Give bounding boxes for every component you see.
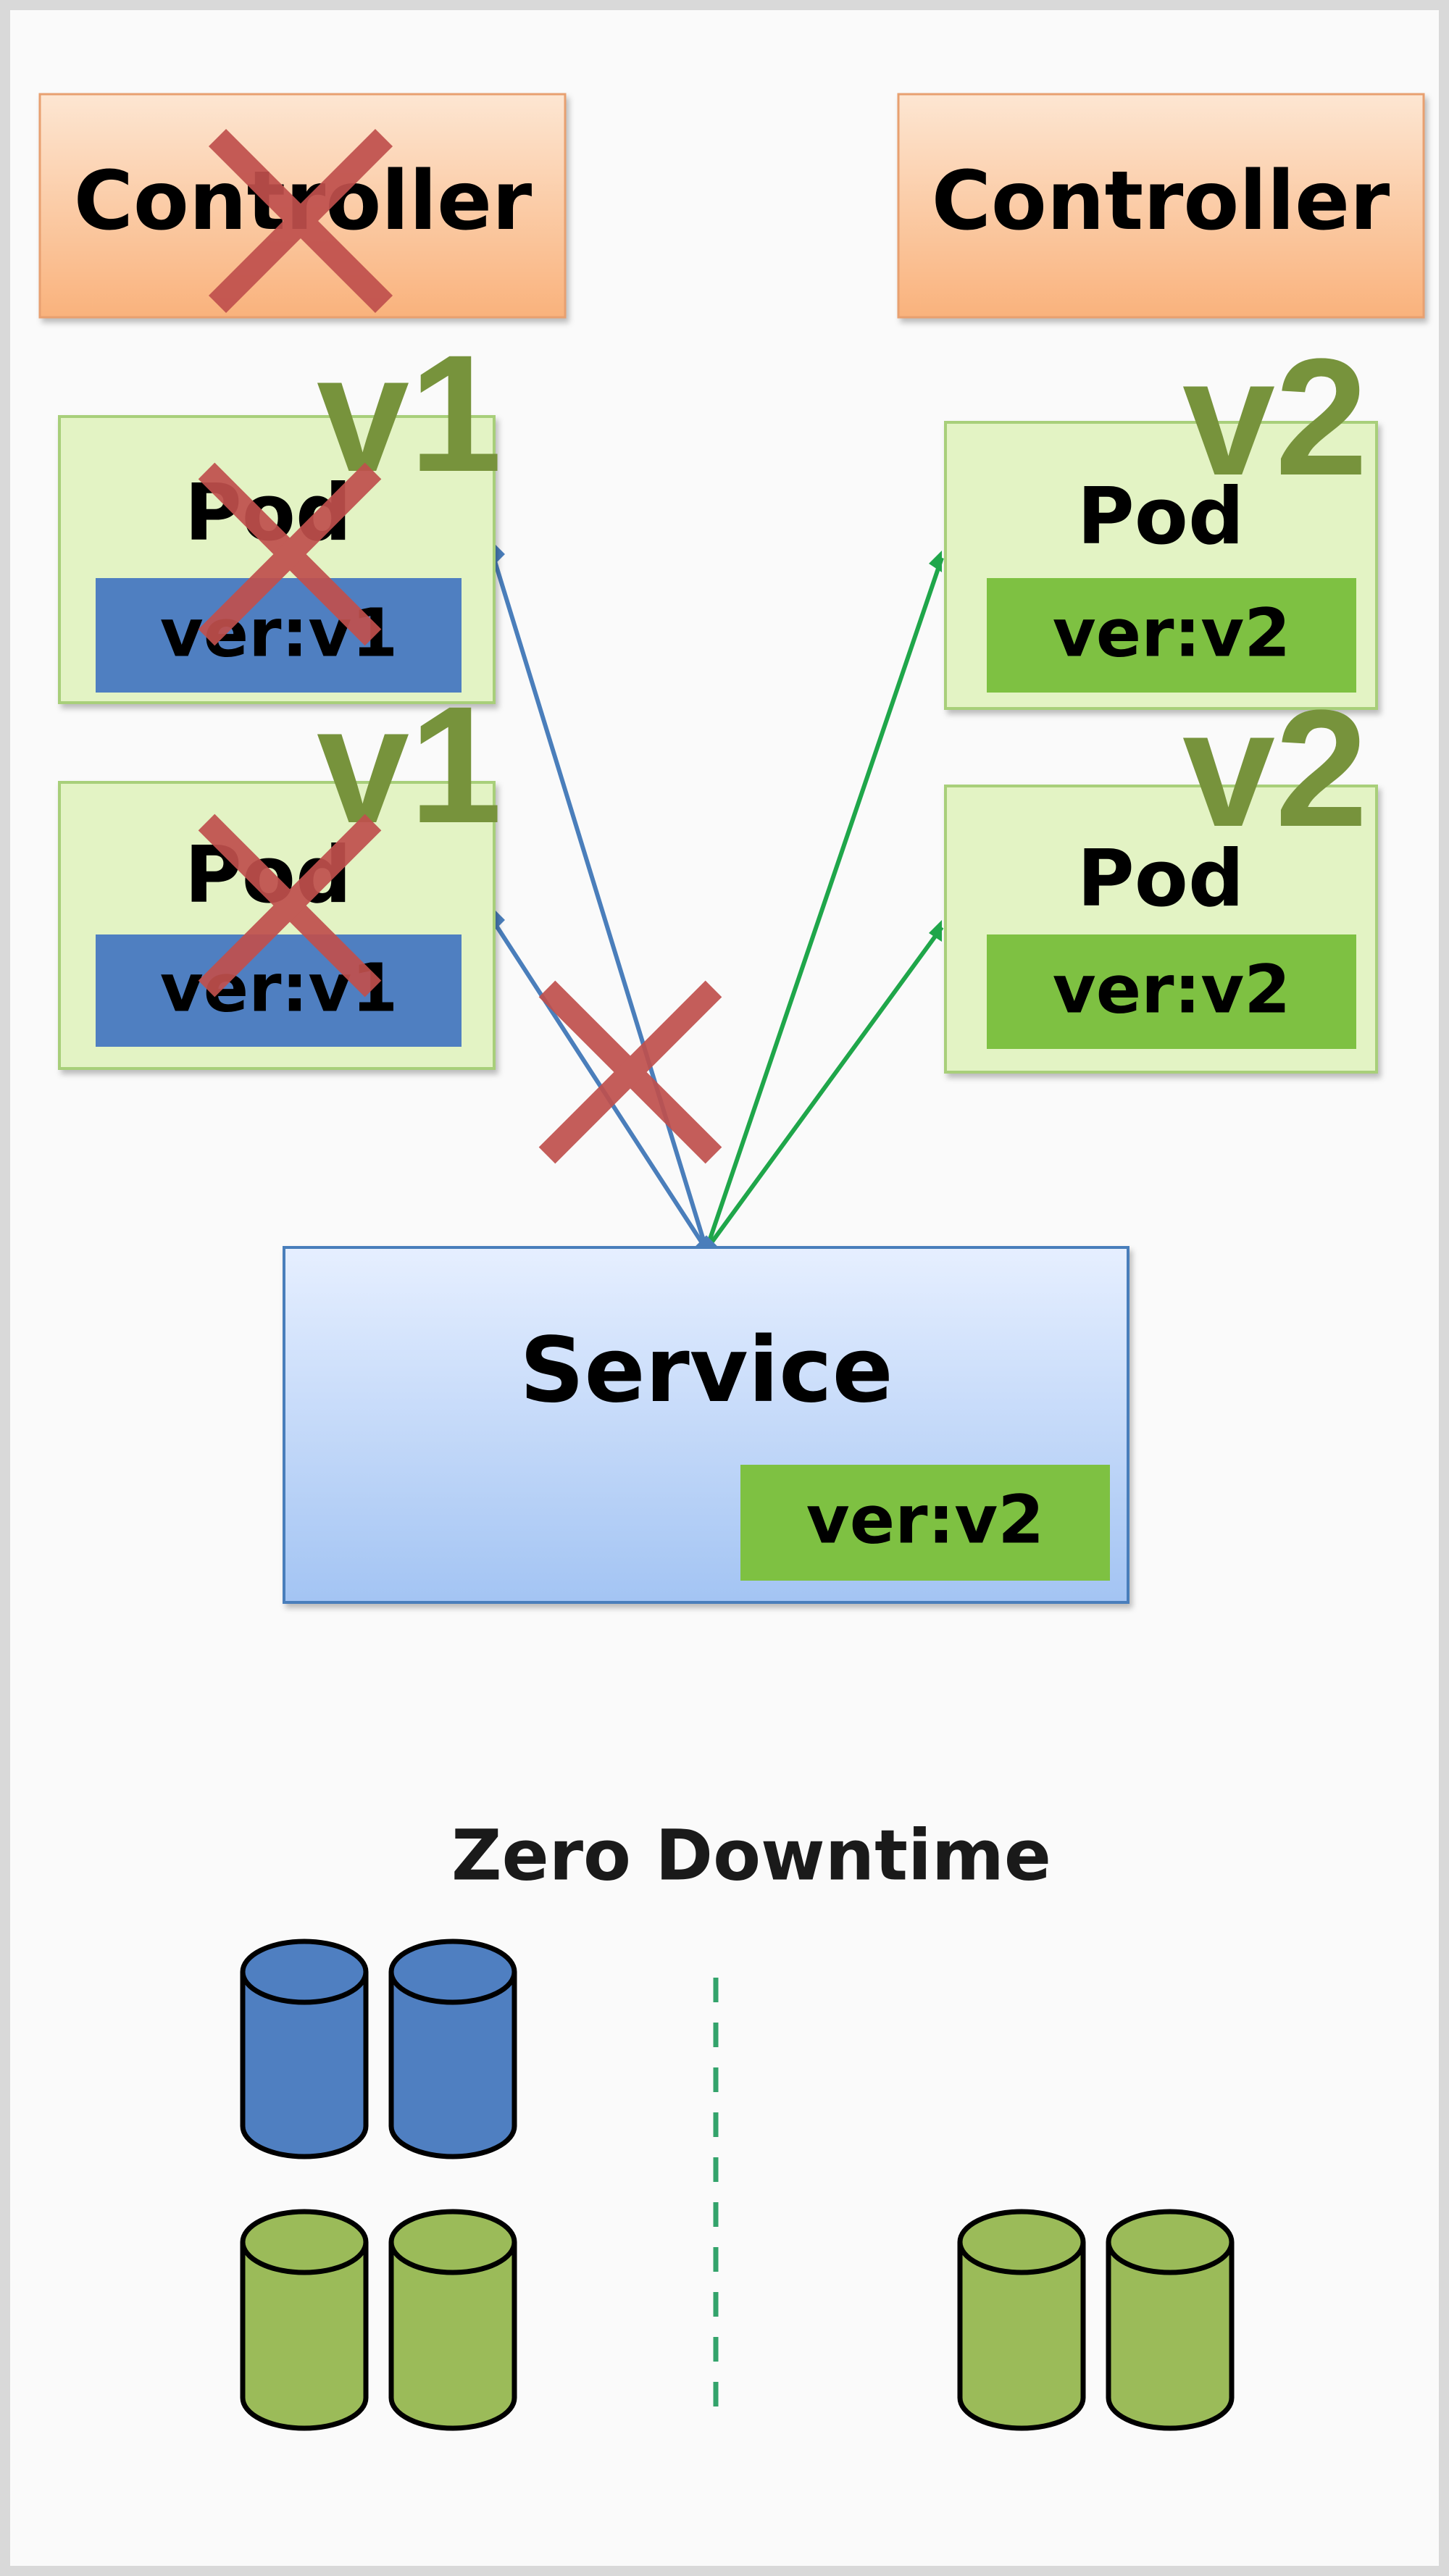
cylinder-green-icon: [240, 2209, 369, 2431]
link-old-pod-1: [490, 553, 709, 1250]
controller-right-label: Controller: [932, 154, 1390, 248]
cylinder-green-icon: [957, 2209, 1086, 2431]
pod-version-tag: [96, 578, 462, 693]
cylinder-green-icon: [1106, 2209, 1235, 2431]
pod-version-tag: [96, 934, 462, 1047]
link-new-pod-1: [704, 557, 944, 1250]
pod-title: Pod: [1077, 834, 1245, 924]
cross-icon: [198, 814, 382, 998]
pod-version-tag-label: ver:v2: [1053, 950, 1291, 1028]
pod-version-badge: v1: [317, 672, 502, 858]
cross-icon: [208, 128, 393, 314]
link-new-pod-2: [704, 926, 944, 1251]
service-version-tag: [740, 1465, 1110, 1581]
service: Service ver:v2: [283, 1246, 1129, 1604]
caption: Zero Downtime: [451, 1815, 1051, 1896]
cylinder-green-icon: [388, 2209, 517, 2431]
controller-left: Controller: [38, 93, 567, 319]
pod-title: Pod: [1077, 472, 1245, 562]
service-label: Service: [519, 1318, 893, 1423]
cross-icon: [198, 462, 382, 646]
pod-version-tag: [987, 578, 1356, 693]
service-version-tag-label: ver:v2: [806, 1481, 1045, 1558]
pod-version-tag: [987, 934, 1356, 1049]
link-arrow-new-2: [929, 920, 942, 942]
cylinder-blue-icon: [388, 1939, 517, 2159]
pod-new-2: Pod ver:v2 v2: [944, 675, 1378, 1074]
cylinders-blue: [240, 1939, 517, 2159]
pod-new-1: Pod ver:v2 v2: [944, 324, 1378, 710]
pod-old-1: Pod ver:v1 v1: [58, 320, 502, 704]
cylinders-green-left: [240, 2209, 517, 2431]
link-old-pod-2: [490, 919, 709, 1251]
cross-icon: [538, 980, 722, 1164]
controller-right: Controller: [897, 93, 1425, 319]
pod-version-badge: v2: [1182, 675, 1368, 861]
pod-old-2: Pod ver:v1 v1: [58, 672, 502, 1070]
pod-version-badge: v1: [317, 320, 502, 506]
cylinders-green-right: [957, 2209, 1235, 2431]
pod-version-tag-label: ver:v2: [1053, 594, 1291, 672]
link-arrow-new-1: [929, 551, 942, 572]
cylinder-blue-icon: [240, 1939, 369, 2159]
pod-version-badge: v2: [1182, 324, 1368, 510]
